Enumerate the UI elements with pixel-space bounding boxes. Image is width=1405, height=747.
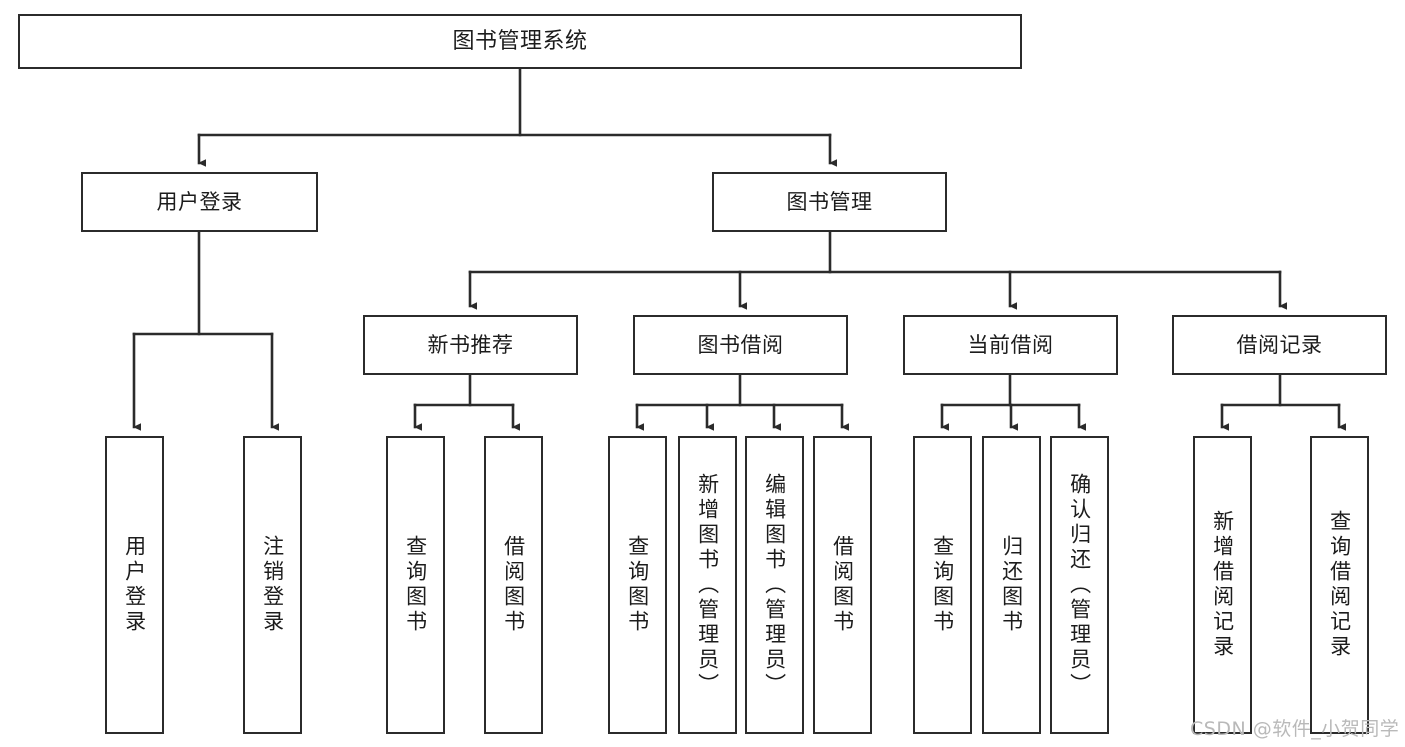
node-leaf-borrow-book-2[interactable]: 借阅图书 (813, 436, 872, 734)
node-label: 图书管理 (786, 189, 873, 214)
node-leaf-edit-book[interactable]: 编辑图书（管理员） (745, 436, 804, 734)
root-node[interactable]: 图书管理系统 (18, 14, 1022, 69)
node-label: 借阅记录 (1236, 332, 1323, 357)
node-label: 用户登录 (156, 189, 243, 214)
node-leaf-query-book-3[interactable]: 查询图书 (913, 436, 972, 734)
node-label: 图书借阅 (697, 332, 784, 357)
node-leaf-return-book[interactable]: 归还图书 (982, 436, 1041, 734)
node-label: 新增图书（管理员） (695, 472, 720, 698)
node-leaf-confirm-return[interactable]: 确认归还（管理员） (1050, 436, 1109, 734)
node-label: 查询借阅记录 (1327, 510, 1352, 660)
node-leaf-query-book-2[interactable]: 查询图书 (608, 436, 667, 734)
node-leaf-user-login[interactable]: 用户登录 (105, 436, 164, 734)
node-label: 借阅图书 (501, 535, 526, 635)
node-current-borrow[interactable]: 当前借阅 (903, 315, 1118, 375)
node-leaf-add-record[interactable]: 新增借阅记录 (1193, 436, 1252, 734)
node-leaf-query-book-1[interactable]: 查询图书 (386, 436, 445, 734)
node-new-book-recommend[interactable]: 新书推荐 (363, 315, 578, 375)
node-leaf-borrow-book-1[interactable]: 借阅图书 (484, 436, 543, 734)
node-label: 归还图书 (999, 535, 1024, 635)
node-label: 注销登录 (260, 535, 285, 635)
node-label: 当前借阅 (967, 332, 1054, 357)
node-label: 编辑图书（管理员） (762, 472, 787, 698)
node-borrow-record[interactable]: 借阅记录 (1172, 315, 1387, 375)
node-label: 查询图书 (930, 535, 955, 635)
node-label: 用户登录 (122, 535, 147, 635)
node-user-login[interactable]: 用户登录 (81, 172, 318, 232)
node-label: 确认归还（管理员） (1067, 472, 1092, 698)
node-leaf-add-book[interactable]: 新增图书（管理员） (678, 436, 737, 734)
node-label: 新书推荐 (427, 332, 514, 357)
node-leaf-query-record[interactable]: 查询借阅记录 (1310, 436, 1369, 734)
node-label: 借阅图书 (830, 535, 855, 635)
node-label: 查询图书 (625, 535, 650, 635)
node-label: 新增借阅记录 (1210, 510, 1235, 660)
node-book-manage[interactable]: 图书管理 (712, 172, 947, 232)
node-label: 查询图书 (403, 535, 428, 635)
node-book-borrow[interactable]: 图书借阅 (633, 315, 848, 375)
node-label: 图书管理系统 (452, 28, 588, 54)
node-leaf-logout[interactable]: 注销登录 (243, 436, 302, 734)
